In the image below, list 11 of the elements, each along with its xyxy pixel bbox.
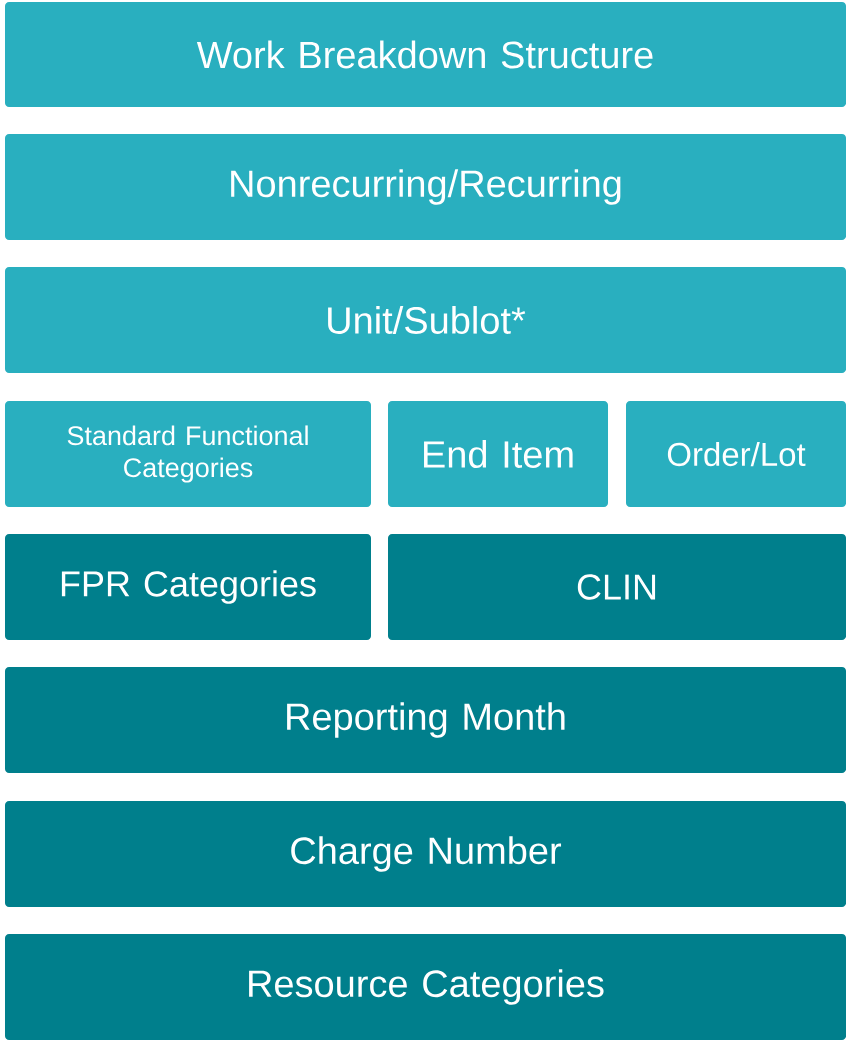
category-box: Charge Number <box>5 801 846 907</box>
category-box: Standard Functional Categories <box>5 401 371 507</box>
category-box: FPR Categories <box>5 534 371 640</box>
category-box: Work Breakdown Structure <box>5 2 846 107</box>
category-box: Resource Categories <box>5 934 846 1040</box>
category-box: End Item <box>388 401 608 507</box>
category-box: Nonrecurring/Recurring <box>5 134 846 240</box>
category-box: CLIN <box>388 534 846 640</box>
category-box: Unit/Sublot* <box>5 267 846 373</box>
category-box: Order/Lot <box>626 401 846 507</box>
category-box: Reporting Month <box>5 667 846 773</box>
